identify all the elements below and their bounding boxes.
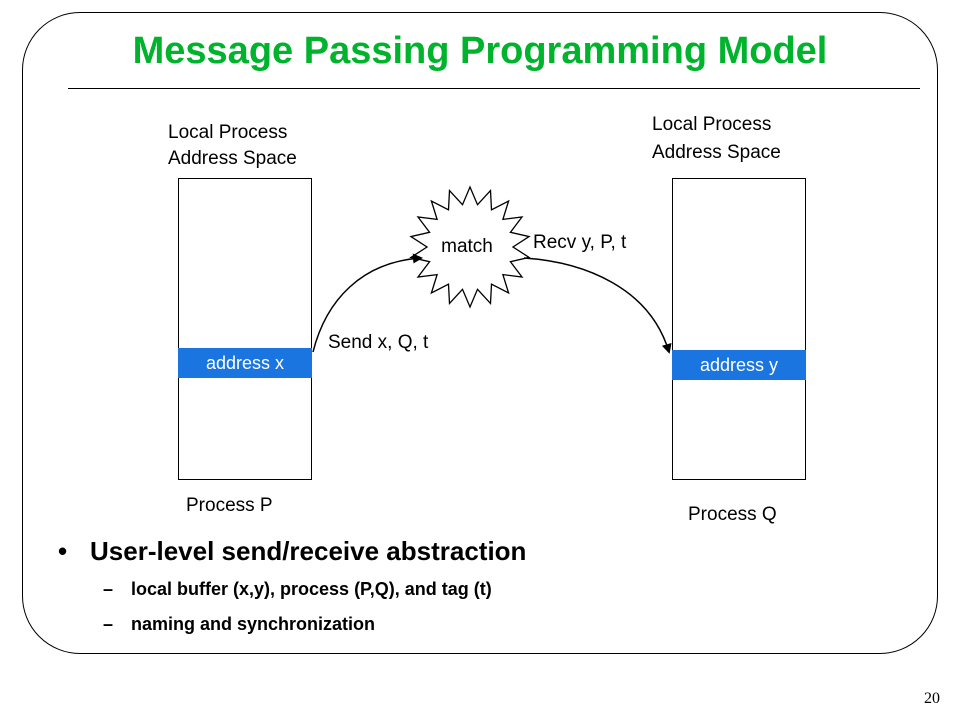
- address-y-band: address y: [672, 350, 806, 380]
- match-starburst: [409, 185, 531, 309]
- right-process-address-space-box: [672, 178, 806, 480]
- sub-bullet-1: –local buffer (x,y), process (P,Q), and …: [103, 579, 492, 600]
- left-process-address-space-box: [178, 178, 312, 480]
- address-x-band: address x: [178, 348, 312, 378]
- sub-bullet-2-text: naming and synchronization: [131, 614, 376, 634]
- recv-arrow: [523, 257, 672, 354]
- sub-bullet-dash: –: [103, 579, 114, 599]
- bullet-dot: •: [58, 536, 68, 566]
- send-label: Send x, Q, t: [328, 332, 429, 353]
- process-q-label: Process Q: [688, 504, 777, 525]
- recv-label: Recv y, P, t: [533, 232, 627, 253]
- slide-title: Message Passing Programming Model: [132, 30, 828, 72]
- page-number: 20: [924, 690, 940, 707]
- left-address-space-label-line1: Local Process: [168, 122, 288, 143]
- process-p-label: Process P: [186, 495, 273, 516]
- bullet-main: • User-level send/receive abstraction: [58, 536, 526, 567]
- slide-frame: [22, 12, 938, 654]
- send-arrow: [312, 253, 423, 353]
- title-divider: [68, 88, 920, 89]
- sub-bullet-1-text: local buffer (x,y), process (P,Q), and t…: [131, 579, 492, 599]
- right-address-space-label-line1: Local Process: [652, 114, 772, 135]
- sub-bullet-2: –naming and synchronization: [103, 614, 375, 635]
- left-address-space-label-line2: Address Space: [168, 148, 297, 169]
- sub-bullet-dash: –: [103, 614, 114, 634]
- right-address-space-label-line2: Address Space: [652, 142, 781, 163]
- bullet-main-text: User-level send/receive abstraction: [90, 536, 527, 566]
- match-label: match: [441, 236, 493, 257]
